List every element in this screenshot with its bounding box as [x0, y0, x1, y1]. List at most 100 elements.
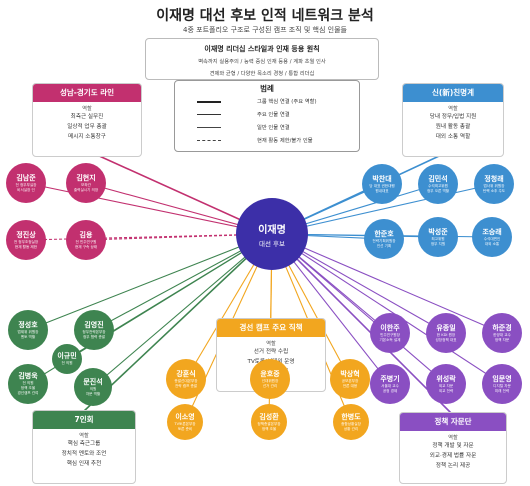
person-name: 유종일	[436, 323, 456, 332]
person-name: 한병도	[341, 412, 361, 421]
legend-label: 현재 활동 제한/불가 인물	[257, 138, 313, 144]
person-name: 이한주	[380, 323, 400, 332]
leadership-principle-box: 이재명 리더십 스타일과 인재 등용 원칙 벽속까지 실용주의 / 능력 중심 …	[145, 38, 379, 80]
person-name: 박찬대	[372, 174, 392, 183]
person-name: 김현지	[76, 173, 96, 182]
group-item: 외교·경제 법률 자문	[429, 453, 477, 459]
link-jeong-cheongrae	[271, 183, 495, 235]
group-item: 일상적 업무 총괄	[67, 124, 107, 130]
link-ha-junkyeong	[271, 233, 503, 334]
person-name: 정성호	[18, 320, 38, 329]
legend-label: 일반 인물 연결	[257, 125, 290, 131]
group-seongnam-title: 성남-경기도 라인	[33, 84, 141, 102]
person-name: 김용	[79, 230, 93, 239]
person-name: 김남준	[16, 173, 36, 182]
group-item: 선거 전략 수립	[253, 349, 289, 355]
legend-swatch-medium	[197, 114, 221, 115]
group-seven: 7인회 역할 핵심 측근그룹 정치적 멘토와 조언 핵심 인재 추천	[32, 410, 136, 484]
legend-item-group-link: 그룹 핵심 연결 (주요 역할)	[197, 97, 353, 107]
legend-swatch-thick	[197, 101, 221, 103]
group-seven-title: 7인회	[33, 411, 135, 429]
principle-heading: 이재명 리더십 스타일과 인재 등용 원칙	[204, 45, 320, 53]
group-policy-title: 정책 자문단	[400, 413, 506, 431]
person-name: 정진상	[16, 230, 36, 239]
link-jeong-seongho	[27, 233, 273, 331]
legend-heading: 범례	[260, 84, 274, 93]
person-name: 김영진	[84, 320, 104, 329]
group-item: 메시지 소통창구	[68, 134, 106, 140]
group-item: 정책 개발 및 자문	[432, 443, 474, 449]
page-subtitle: 4중 포트폴리오 구조로 구성된 캠프 조직 및 핵심 인물들	[183, 26, 347, 34]
group-item: 핵심 인재 추천	[66, 461, 102, 467]
person-name: 이소영	[175, 412, 195, 421]
center-name: 이재명	[258, 224, 286, 236]
legend-swatch-dashed	[197, 140, 221, 141]
person-name: 하준경	[492, 323, 512, 332]
principle-line-1: 벽속까지 실용주의 / 능력 중심 인재 등용 / 계파 초월 인사	[198, 59, 326, 65]
group-item: 당내 정무/입법 지원	[429, 114, 477, 120]
person-name: 박상혁	[340, 369, 360, 378]
link-group-seven	[82, 233, 273, 413]
person-name: 주병기	[380, 374, 400, 383]
group-role-label: 역할	[448, 435, 458, 441]
person-name: 김민석	[428, 174, 448, 183]
person-name: 조승래	[482, 227, 502, 236]
legend-item-major-link: 주요 인물 연결	[197, 110, 353, 120]
legend-label: 주요 인물 연결	[257, 112, 290, 118]
group-camp-title: 경선 캠프 주요 직책	[217, 319, 325, 337]
legend-box: 범례 그룹 핵심 연결 (주요 역할) 주요 인물 연결 일반 인물 연결 현재…	[174, 80, 360, 152]
group-sinmyeong: 신(新)친명계 역할 당내 정무/입법 지원 원내 활동 총괄 대외 소통 역할	[402, 83, 504, 157]
person-name: 박성준	[428, 227, 448, 236]
principle-line-2: 견제와 균형 / 다양한 목소리 경청 / 통합 리더십	[209, 71, 315, 77]
center-node-lee-jaemyung: 이재명 대선 후보	[236, 198, 308, 270]
person-name: 한준호	[374, 229, 394, 238]
group-item: 정치적 멘토와 조언	[61, 451, 107, 457]
person-name: 김성환	[259, 412, 279, 421]
group-policy: 정책 자문단 역할 정책 개발 및 자문 외교·경제 법률 자문 정책 논리 제…	[399, 412, 507, 484]
group-item: 최측근 실무진	[70, 114, 104, 120]
person-name: 위성락	[436, 374, 456, 383]
person-desc: 전 의원	[61, 361, 73, 365]
person-name: 임문영	[492, 374, 512, 383]
person-name: 정청래	[484, 174, 504, 183]
